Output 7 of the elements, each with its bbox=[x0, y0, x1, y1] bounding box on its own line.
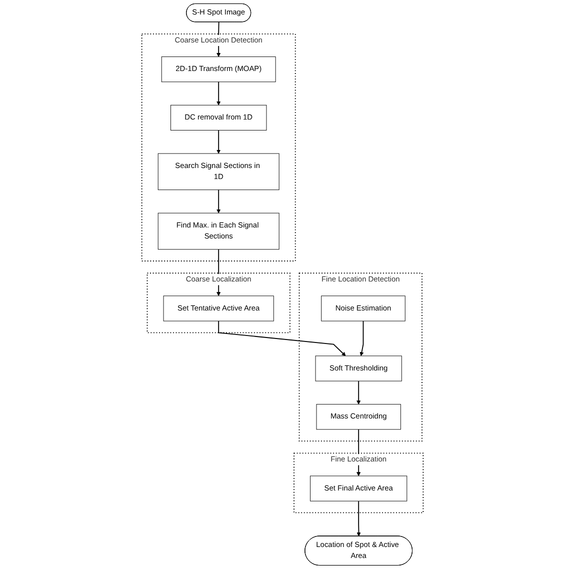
arrow bbox=[216, 189, 221, 214]
arrow bbox=[216, 130, 221, 154]
arrow bbox=[356, 380, 361, 404]
arrow bbox=[360, 320, 364, 356]
arrow bbox=[218, 320, 346, 356]
arrow bbox=[356, 500, 361, 536]
arrow bbox=[216, 81, 221, 106]
